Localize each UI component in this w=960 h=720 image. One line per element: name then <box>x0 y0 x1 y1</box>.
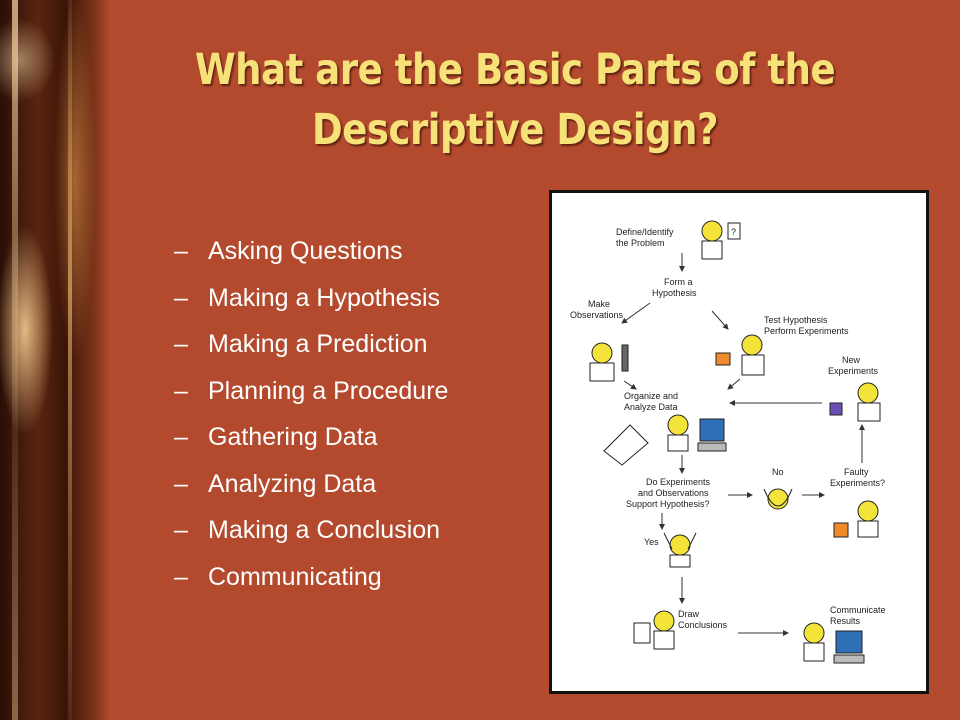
bullet-list: –Asking Questions –Making a Hypothesis –… <box>174 228 448 600</box>
label-draw: Conclusions <box>678 620 728 630</box>
label-support: Support Hypothesis? <box>626 499 710 509</box>
bullet-text: Gathering Data <box>208 423 378 451</box>
label-test: Test Hypothesis <box>764 315 828 325</box>
glass-highlight <box>68 0 72 720</box>
glass-highlight <box>12 0 18 720</box>
decorative-beaker-strip <box>0 0 110 720</box>
bullet-item: –Asking Questions <box>174 237 403 265</box>
label-faulty: Faulty <box>844 467 869 477</box>
bullet-item: –Gathering Data <box>174 423 378 451</box>
bullet-item: –Making a Prediction <box>174 330 428 358</box>
bullet-text: Analyzing Data <box>208 469 377 498</box>
new-experiment-scientist-icon <box>829 382 881 422</box>
flow-arrow <box>711 310 729 330</box>
bullet-text: Making a Hypothesis <box>208 283 441 312</box>
label-no: No <box>772 467 784 477</box>
label-communicate: Results <box>830 616 861 626</box>
flow-arrow <box>621 302 651 324</box>
bullet-text: Making a Conclusion <box>208 516 441 544</box>
label-faulty: Experiments? <box>830 478 885 488</box>
svg-text:?: ? <box>731 227 736 237</box>
label-define: the Problem <box>616 238 665 248</box>
bullet-item: –Analyzing Data <box>174 469 377 498</box>
bullet-text: Asking Questions <box>208 237 403 265</box>
label-yes: Yes <box>644 537 659 547</box>
communicate-scientist-icon <box>803 622 865 664</box>
scientist-thinking-icon: ? <box>701 220 741 260</box>
bullet-text: Planning a Procedure <box>208 376 449 405</box>
writing-scientist-icon <box>633 610 675 650</box>
label-support: and Observations <box>638 488 709 498</box>
slide-title: What are the Basic Parts of the Descript… <box>194 45 836 155</box>
label-organize: Organize and <box>624 391 678 401</box>
happy-scientist-icon <box>663 532 697 568</box>
flow-arrow <box>623 380 637 390</box>
flowchart-svg: Define/Identify the Problem ? Form a Hyp… <box>570 220 886 664</box>
label-communicate: Communicate <box>830 605 886 615</box>
bullet-item: –Making a Hypothesis <box>174 283 441 312</box>
label-form: Form a <box>664 277 693 287</box>
faulty-experiment-icon <box>833 500 879 538</box>
flow-arrow <box>727 378 741 390</box>
bullet-text: Making a Prediction <box>208 330 428 358</box>
label-form: Hypothesis <box>652 288 697 298</box>
microscope-scientist-icon <box>589 342 629 382</box>
bullet-item: –Communicating <box>174 562 382 591</box>
label-new: Experiments <box>828 366 879 376</box>
confused-scientist-icon <box>763 488 793 510</box>
computer-analysis-icon <box>603 414 727 466</box>
experiment-scientist-icon <box>715 334 765 376</box>
label-test: Perform Experiments <box>764 326 849 336</box>
bullet-item: –Planning a Procedure <box>174 376 449 405</box>
bullet-text: Communicating <box>208 562 382 591</box>
label-organize: Analyze Data <box>624 402 678 412</box>
bullet-item: –Making a Conclusion <box>174 516 441 544</box>
label-observe: Observations <box>570 310 624 320</box>
scientific-method-flowchart: Define/Identify the Problem ? Form a Hyp… <box>549 190 929 694</box>
label-define: Define/Identify <box>616 227 674 237</box>
label-support: Do Experiments <box>646 477 711 487</box>
label-draw: Draw <box>678 609 700 619</box>
label-new: New <box>842 355 861 365</box>
label-observe: Make <box>588 299 610 309</box>
